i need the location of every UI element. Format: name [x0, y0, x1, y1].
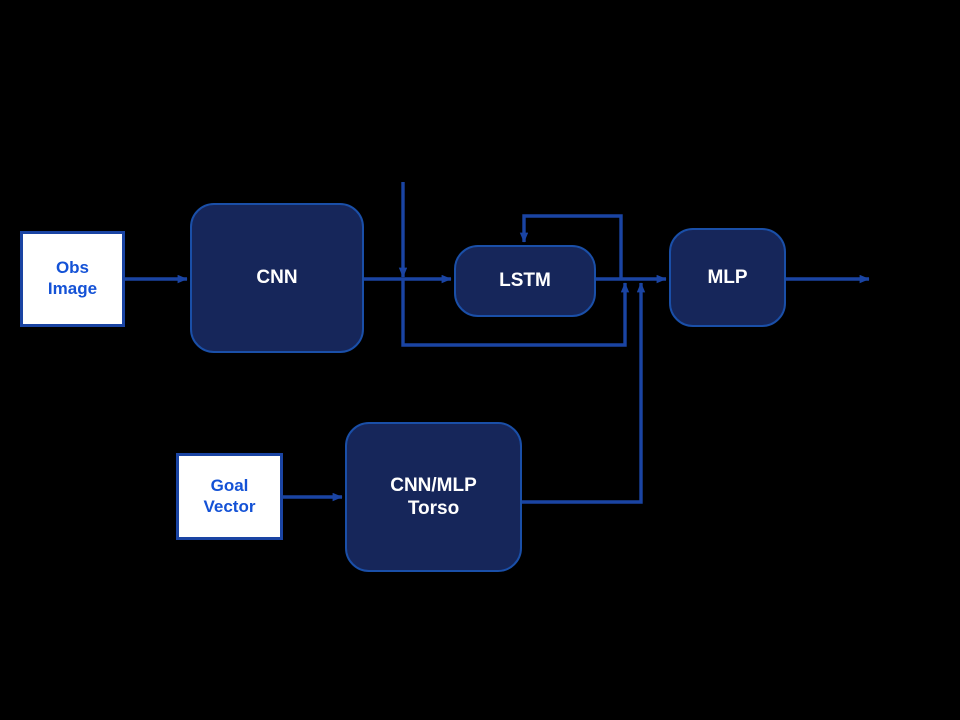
node-cnn[interactable]: CNN	[190, 203, 364, 353]
node-lstm[interactable]: LSTM	[454, 245, 596, 317]
node-goal-vector-label: Goal Vector	[203, 475, 256, 516]
node-torso-label: CNN/MLP Torso	[390, 474, 477, 519]
node-goal-vector[interactable]: Goal Vector	[176, 453, 283, 540]
edge-lstm-recurrent-loop	[519, 214, 623, 279]
node-obs-image[interactable]: Obs Image	[20, 231, 125, 327]
node-cnn-label: CNN	[256, 267, 298, 289]
edge-cnn-skip-to-mlp	[401, 279, 630, 347]
node-mlp-label: MLP	[707, 266, 748, 288]
edge-torso-to-mlp	[522, 282, 646, 504]
node-torso[interactable]: CNN/MLP Torso	[345, 422, 522, 572]
node-lstm-label: LSTM	[499, 270, 551, 292]
node-obs-image-label: Obs Image	[47, 258, 98, 298]
node-mlp[interactable]: MLP	[669, 228, 786, 327]
